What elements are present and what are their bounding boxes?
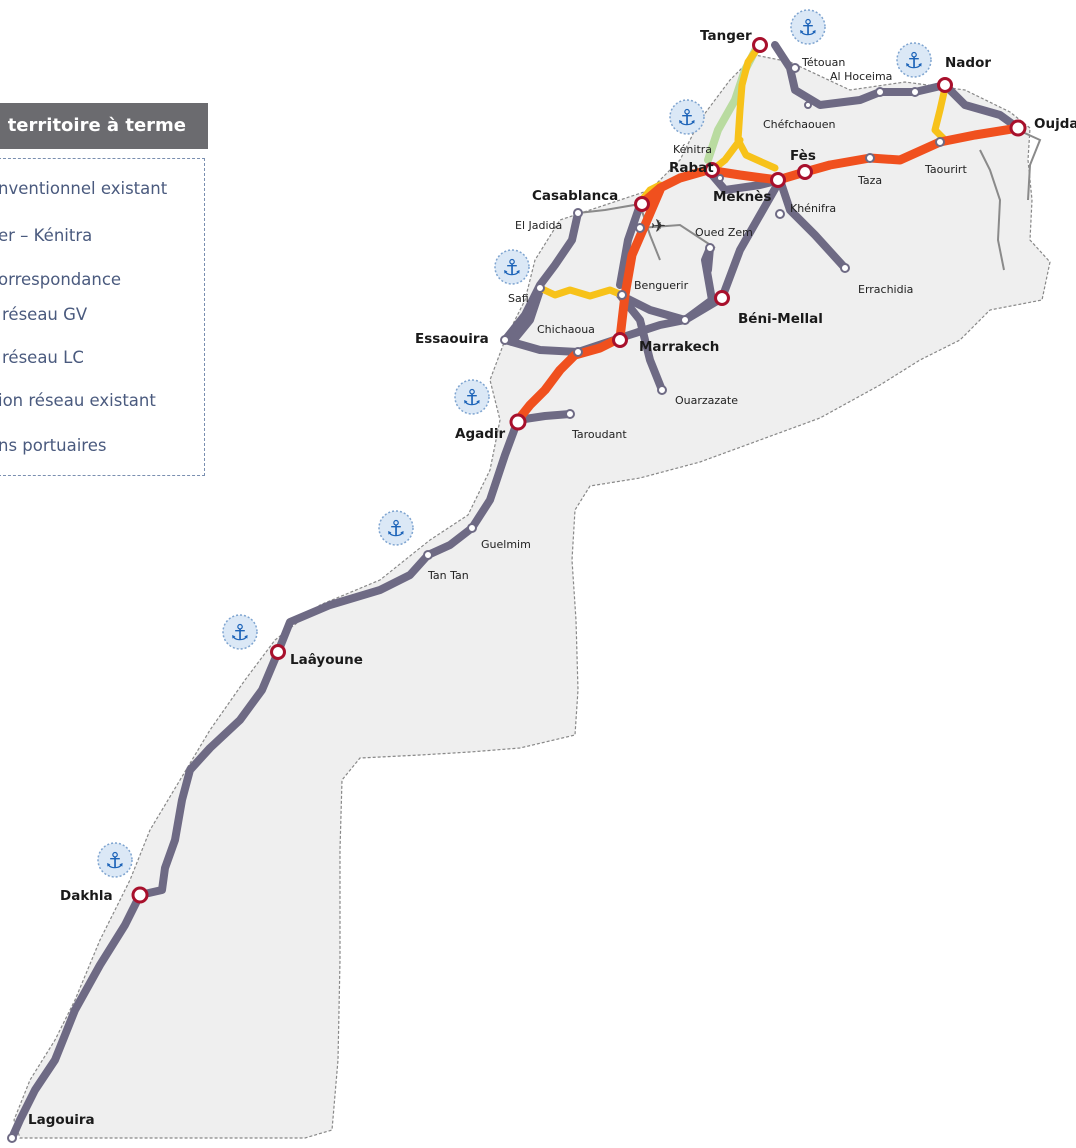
port-anchor-icon: ⚓ [222, 614, 258, 650]
city-label: Lagouira [28, 1112, 95, 1128]
svg-text:⚓: ⚓ [798, 16, 818, 41]
town-label: Ouarzazate [675, 394, 738, 407]
town-label: Khénifra [790, 202, 836, 215]
major-city-nodes [131, 37, 1027, 904]
territory-shape [13, 54, 1051, 1139]
port-anchor-icon: ⚓ [97, 842, 133, 878]
svg-text:⚓: ⚓ [230, 621, 250, 646]
legend-item: ns portuaires [0, 436, 107, 455]
legend-item: ion réseau existant [0, 391, 156, 410]
legend-item: nventionnel existant [0, 179, 168, 198]
conventional-network [8, 41, 1022, 1142]
city-label: Rabat [669, 160, 714, 176]
city-label: Meknès [713, 189, 771, 205]
city-label: Marrakech [639, 339, 719, 355]
legend-item: er – Kénitra [0, 226, 93, 245]
port-anchor-icon: ⚓ [790, 9, 826, 45]
port-anchor-icon: ⚓ [896, 42, 932, 78]
city-label: Casablanca [532, 188, 618, 204]
high-speed-network [513, 123, 1023, 425]
legend-item: réseau GV [2, 305, 88, 324]
city-label: Tanger [700, 28, 752, 44]
town-label: Guelmim [481, 538, 531, 551]
legend-item: orrespondance [0, 270, 122, 289]
legend-title: territoire à terme [0, 103, 208, 149]
town-label: Taza [857, 174, 882, 187]
town-label: Chéfchaouen [763, 118, 836, 131]
city-label: Oujda [1034, 116, 1076, 132]
port-anchors: ⚓ ⚓ ⚓ ⚓ ⚓ ⚓ ⚓ ⚓ [97, 9, 932, 878]
existing-network [577, 129, 1042, 271]
svg-text:⚓: ⚓ [386, 517, 406, 542]
town-label: Kénitra [673, 143, 712, 156]
town-labels: Tétouan Al Hoceima Chéfchaouen Kénitra T… [427, 56, 967, 582]
svg-text:⚓: ⚓ [105, 849, 125, 874]
town-label: Taourirt [924, 163, 967, 176]
town-label: Oued Zem [695, 226, 753, 239]
city-label: Béni-Mellal [738, 311, 823, 327]
legend-item: réseau LC [2, 348, 84, 367]
svg-text:⚓: ⚓ [462, 386, 482, 411]
city-label: Agadir [455, 426, 506, 442]
town-nodes [7, 63, 945, 1143]
port-anchor-icon: ⚓ [378, 510, 414, 546]
major-city-labels: Tanger Nador Oujda Rabat Fès Meknès Casa… [28, 28, 1076, 1128]
town-label: Al Hoceima [830, 70, 892, 83]
town-label: Chichaoua [537, 323, 595, 336]
town-label: Benguerir [634, 279, 689, 292]
town-label: Tétouan [801, 56, 845, 69]
city-label: Nador [945, 55, 991, 71]
svg-text:⚓: ⚓ [502, 256, 522, 281]
town-label: Taroudant [571, 428, 627, 441]
town-label: Safi [508, 292, 529, 305]
town-label: Errachidia [858, 283, 913, 296]
airport-icon: ✈ [651, 216, 666, 237]
port-anchor-icon: ⚓ [494, 249, 530, 285]
legend: nventionnel existant er – Kénitra orresp… [0, 158, 205, 476]
city-label: Laâyoune [290, 652, 363, 668]
town-label: El Jadida [515, 219, 562, 232]
port-anchor-icon: ⚓ [454, 379, 490, 415]
svg-text:⚓: ⚓ [677, 106, 697, 131]
svg-text:⚓: ⚓ [904, 49, 924, 74]
port-anchor-icon: ⚓ [669, 99, 705, 135]
city-label: Dakhla [60, 888, 113, 904]
city-label: Essaouira [415, 331, 489, 347]
town-label: Tan Tan [427, 569, 469, 582]
city-label: Fès [790, 148, 816, 164]
